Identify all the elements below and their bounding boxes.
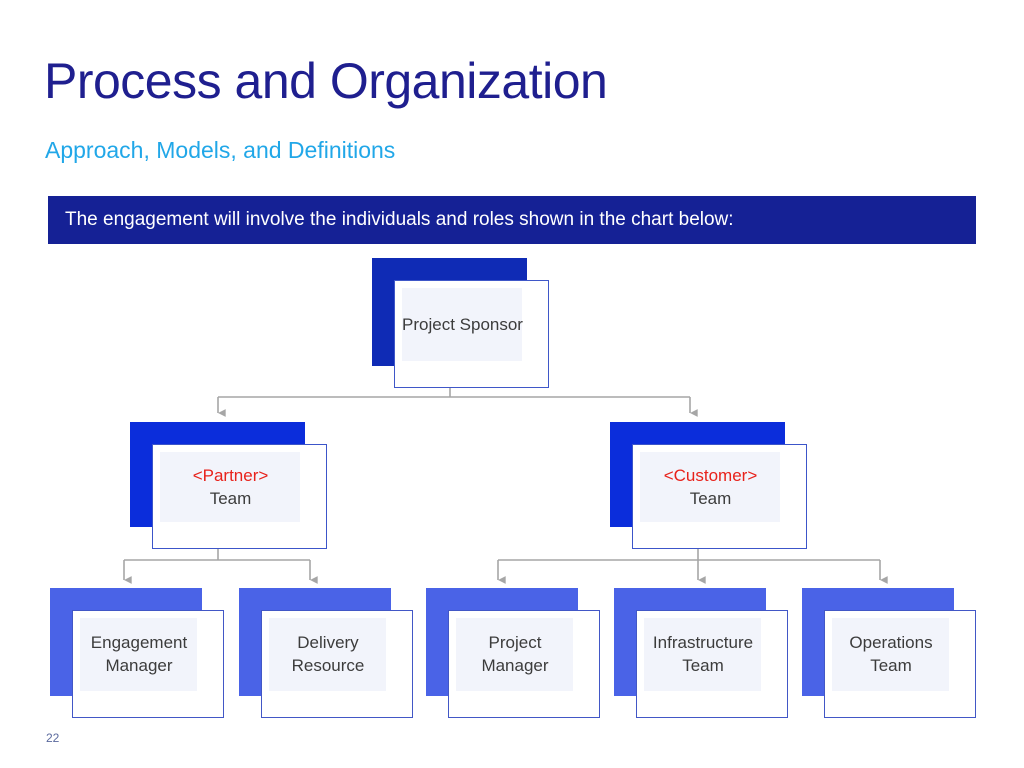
node-label: <Partner> Team [193,465,287,529]
node-label-line2: Team [209,488,252,508]
node-card: Operations Team [824,610,976,718]
node-inner-fill [269,618,386,691]
node-inner-fill [456,618,573,691]
node-label: Delivery Resource [292,632,383,696]
node-label-line1: Operations [849,633,933,653]
node-inner-fill [640,452,780,522]
node-inner-fill [80,618,197,691]
node-label-line2: Resource [291,656,365,675]
page-number: 22 [46,731,60,745]
node-card: <Customer> Team [632,444,807,549]
node-label-line1: Delivery [297,633,359,653]
node-label: Infrastructure Team [653,632,771,696]
node-card: Infrastructure Team [636,610,788,718]
node-card: Project Sponsor [394,280,549,388]
node-label-line1: Project Sponsor [402,314,523,334]
node-label: Project Sponsor [402,314,541,355]
node-label-line1: Engagement [90,633,188,653]
callout-banner: The engagement will involve the individu… [48,196,976,244]
node-label: Operations Team [849,632,950,696]
node-inner-fill [402,288,522,361]
node-label-line2: Team [870,656,912,675]
node-label-line1: Infrastructure [652,633,754,653]
node-label-line1: Project [488,633,542,653]
node-label-line2: Team [682,656,724,675]
node-label-line2: Team [689,488,732,508]
node-label-line2: Manager [481,656,549,675]
node-inner-fill [160,452,300,522]
node-label-tag: <Partner> [192,465,269,485]
node-inner-fill [832,618,949,691]
page-title: Process and Organization [44,53,608,109]
node-card: Delivery Resource [261,610,413,718]
node-card: Project Manager [448,610,600,718]
node-label: <Customer> Team [664,465,776,529]
callout-text: The engagement will involve the individu… [65,209,734,230]
node-label: Project Manager [481,632,566,696]
node-card: <Partner> Team [152,444,327,549]
node-card: Engagement Manager [72,610,224,718]
node-inner-fill [644,618,761,691]
node-label-tag: <Customer> [663,465,758,485]
node-label: Engagement Manager [91,632,205,696]
page-subtitle: Approach, Models, and Definitions [45,137,396,163]
node-label-line2: Manager [105,656,173,675]
